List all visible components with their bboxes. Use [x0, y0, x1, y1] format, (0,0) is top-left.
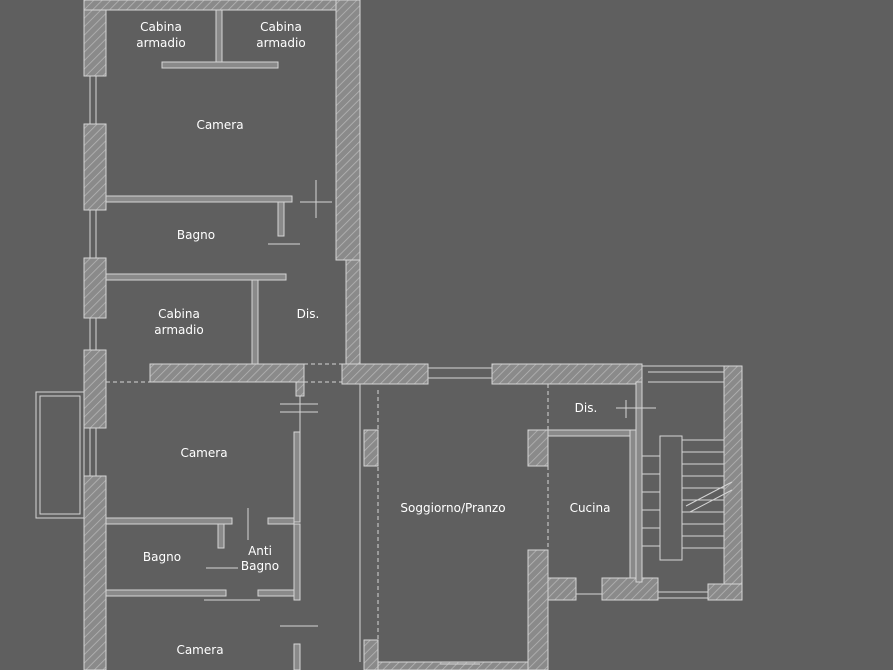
room-label-disimpegno-2: Dis.: [575, 401, 598, 415]
room-label-cucina: Cucina: [570, 501, 611, 515]
interior-walls: [105, 9, 643, 670]
room-label-cabina-armadio-2: Cabina: [260, 20, 302, 34]
room-label-camera-2: Camera: [180, 446, 227, 460]
room-label-cabina-armadio-3: armadio: [154, 323, 203, 337]
windows-and-lines: [35, 76, 742, 665]
staircase: [642, 435, 733, 561]
room-label-camera-1: Camera: [196, 118, 243, 132]
walls: [83, 0, 743, 670]
room-label-cabina-armadio-3: Cabina: [158, 307, 200, 321]
room-label-bagno-2: Bagno: [143, 550, 181, 564]
room-label-camera-3: Camera: [176, 643, 223, 657]
room-label-disimpegno-1: Dis.: [297, 307, 320, 321]
room-label-bagno-1: Bagno: [177, 228, 215, 242]
room-label-cabina-armadio-1: Cabina: [140, 20, 182, 34]
room-label-anti-bagno: Anti: [248, 544, 272, 558]
room-label-anti-bagno: Bagno: [241, 559, 279, 573]
room-labels: Cabina armadio Cabina armadio Camera Bag…: [136, 20, 610, 657]
room-label-soggiorno-pranzo: Soggiorno/Pranzo: [400, 501, 505, 515]
room-label-cabina-armadio-2: armadio: [256, 36, 305, 50]
room-label-cabina-armadio-1: armadio: [136, 36, 185, 50]
